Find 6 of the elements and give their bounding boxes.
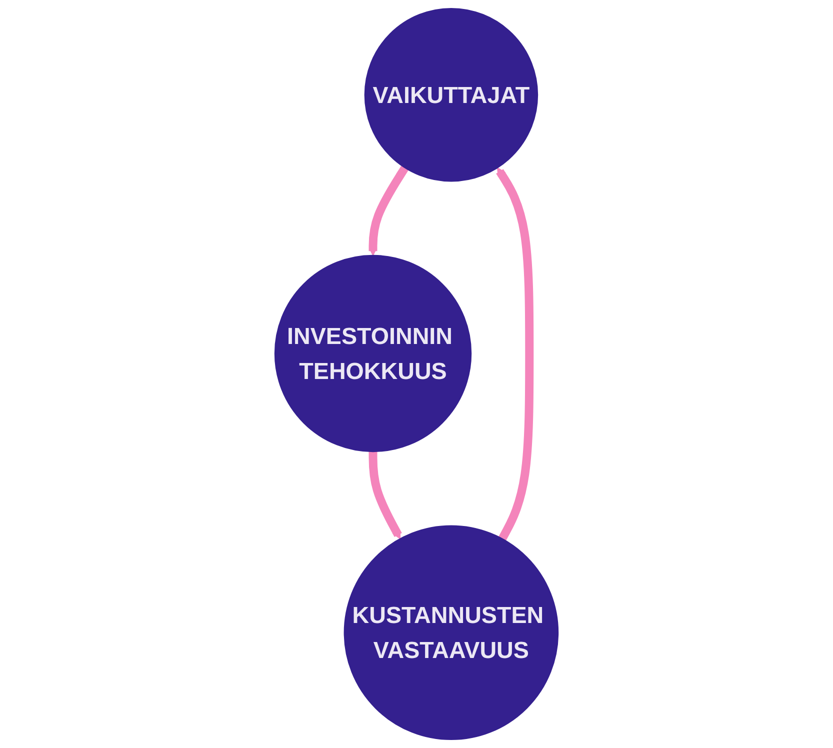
arrow xyxy=(368,166,409,256)
node-circle: INVESTOINNIN TEHOKKUUS xyxy=(274,254,472,452)
node-circle: KUSTANNUSTEN VASTAAVUUS xyxy=(344,525,559,740)
arrow xyxy=(368,452,402,540)
node-circle: VAIKUTTAJAT xyxy=(364,8,538,182)
arrow xyxy=(496,167,534,541)
